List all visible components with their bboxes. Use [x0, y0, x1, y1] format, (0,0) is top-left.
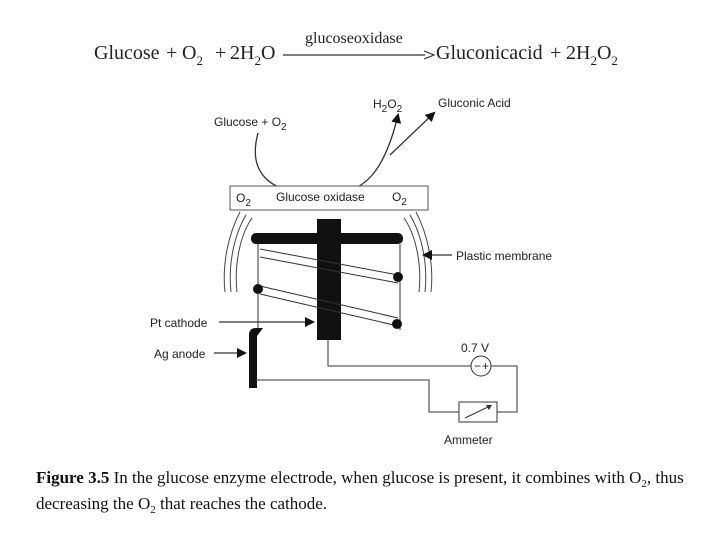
coil-dot-right-upper — [393, 272, 403, 282]
electrode-stem — [317, 219, 341, 340]
ammeter-needle-head — [486, 405, 492, 410]
caption-sub-b: 2 — [150, 504, 156, 516]
caption-text-c: that reaches the cathode. — [155, 494, 328, 513]
caption-text-a: In the glucose enzyme electrode, when gl… — [109, 468, 642, 487]
eq-plus-2: + — [215, 42, 227, 64]
label-h2o2: H2O2 — [373, 97, 403, 115]
pt-cathode-coil — [259, 248, 399, 327]
figure-caption: Figure 3.5 In the glucose enzyme electro… — [36, 466, 696, 518]
eq-oxygen: O2 — [182, 42, 203, 68]
reaction-equation: Glucose + O2 + 2H2O glucoseoxidase Gluco… — [0, 0, 720, 80]
label-pt-cathode: Pt cathode — [150, 316, 208, 330]
label-ag-anode: Ag anode — [154, 347, 206, 361]
eq-water: 2H2O — [230, 42, 276, 68]
ammeter-needle — [464, 405, 491, 419]
caption-figure-label: Figure 3.5 — [36, 468, 110, 487]
eq-reaction-arrow — [283, 50, 436, 60]
label-enzyme-o2-left: O2 — [236, 191, 251, 209]
label-plastic-membrane: Plastic membrane — [456, 249, 552, 263]
label-enzyme-o2-right: O2 — [392, 190, 407, 208]
label-gluconic-acid: Gluconic Acid — [438, 96, 511, 110]
eq-glucose: Glucose — [94, 42, 160, 64]
label-ammeter: Ammeter — [444, 433, 493, 447]
eq-plus-1: + — [166, 42, 178, 64]
caption-sub-a: 2 — [641, 478, 647, 490]
enzyme-layer — [229, 185, 429, 211]
voltage-plus-sign: + — [482, 359, 489, 373]
circuit-wires — [256, 340, 518, 413]
label-glucose-oxidase: Glucose oxidase — [276, 190, 365, 204]
eq-peroxide: 2H2O2 — [566, 42, 618, 68]
label-voltage: 0.7 V — [461, 341, 489, 355]
voltage-minus-sign: − — [474, 359, 481, 373]
coil-dot-right-lower — [392, 319, 402, 329]
coil-dot-left — [253, 284, 263, 294]
label-glucose-o2: Glucose + O2 — [214, 115, 287, 133]
eq-product: Gluconicacid — [436, 42, 543, 64]
eq-plus-3: + — [550, 42, 562, 64]
ag-anode — [249, 328, 263, 388]
caption-text-b: , thus decreasing the O — [36, 468, 684, 513]
voltage-source-icon — [470, 355, 492, 377]
eq-enzyme-label: glucoseoxidase — [305, 30, 403, 47]
